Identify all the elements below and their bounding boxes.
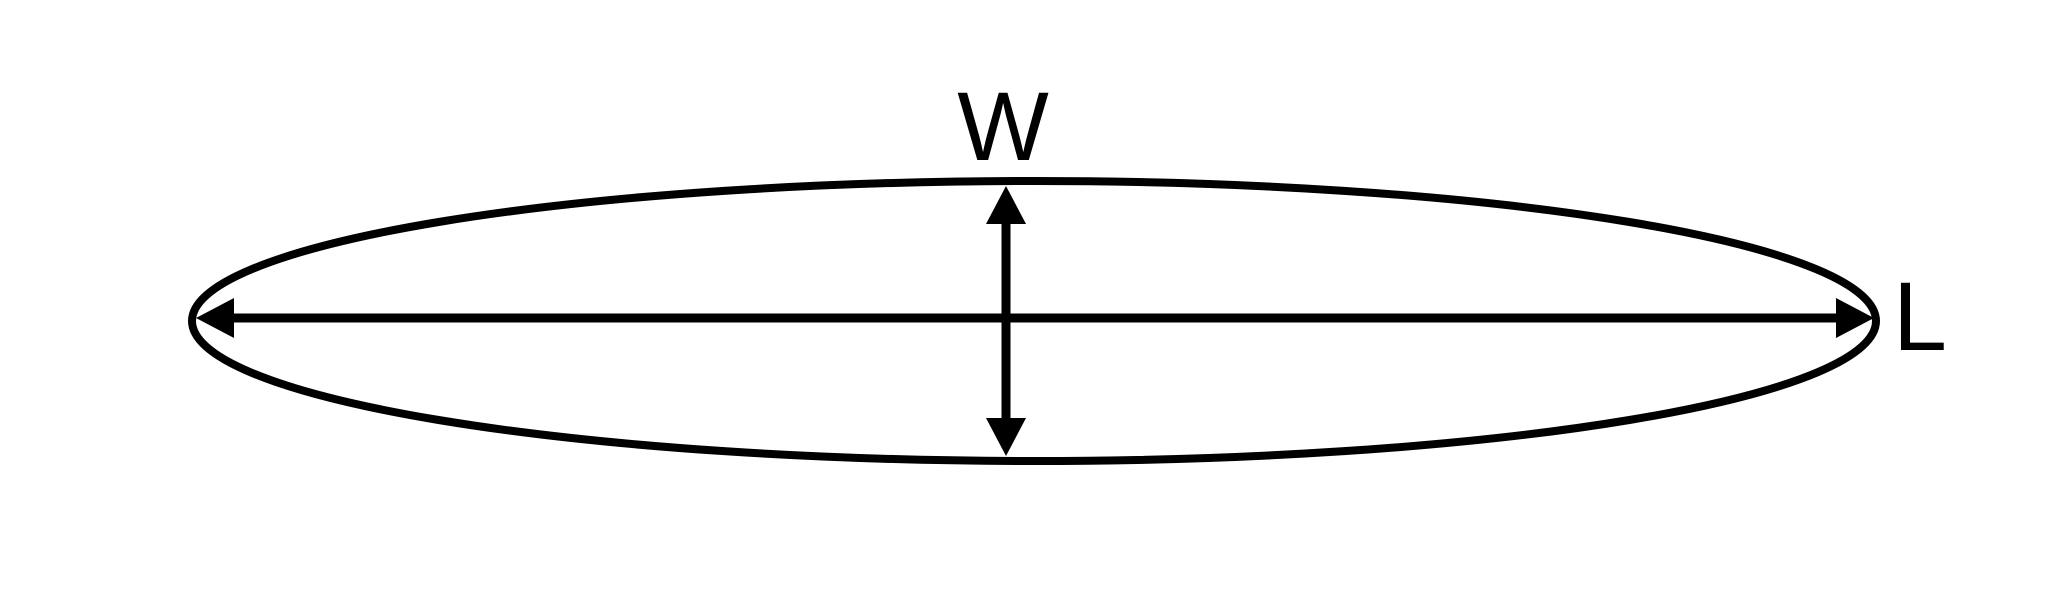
width-arrowhead-bottom-icon (986, 418, 1026, 456)
length-arrowhead-left-icon (196, 298, 234, 338)
length-arrowhead-right-icon (1836, 298, 1874, 338)
length-label: L (1893, 262, 1947, 371)
width-label: W (957, 72, 1049, 181)
length-double-headed-arrow (196, 298, 1874, 338)
width-double-headed-arrow (986, 186, 1026, 456)
width-arrowhead-top-icon (986, 186, 1026, 224)
ellipse-outline (188, 177, 1880, 465)
